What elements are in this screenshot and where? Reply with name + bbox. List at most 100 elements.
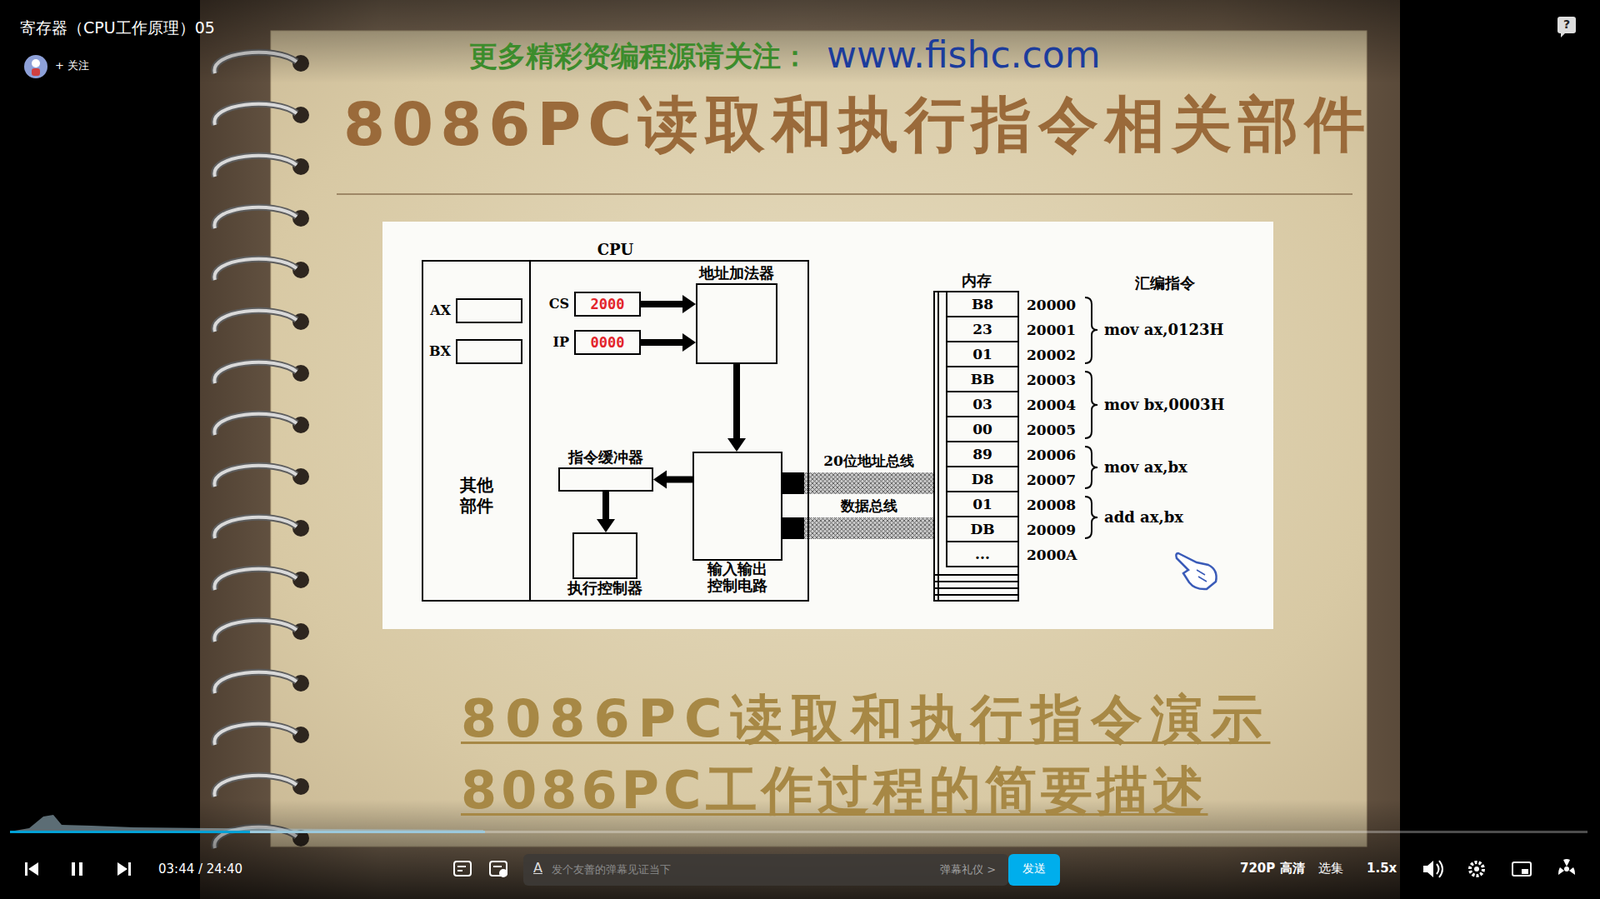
node-label: BX — [429, 343, 451, 360]
assembly-instruction: mov ax,bx — [1104, 458, 1188, 477]
execution-controller: 执行控制器 — [572, 532, 638, 580]
top-overlay — [0, 0, 1600, 84]
node-label: 2000 — [590, 295, 625, 313]
node-label: IP — [552, 334, 570, 350]
font-icon: A — [533, 860, 543, 876]
top-icons — [24, 16, 1576, 79]
arrow-head — [596, 519, 615, 533]
arrow-shaft — [602, 491, 610, 520]
node-label: AX — [430, 302, 451, 319]
memory-cell: D8 — [945, 467, 1018, 493]
bus-band — [804, 472, 934, 495]
player-buttons — [25, 862, 131, 876]
memory-address: 2000A — [1026, 546, 1078, 564]
arrow-shaft — [733, 364, 740, 439]
send-button — [1008, 854, 1060, 886]
video-title: 寄存器（CPU工作原理）05 — [20, 18, 215, 38]
watermark-text: 更多精彩资编程源请关注： — [469, 39, 810, 74]
node-label: 输入输出 控制电路 — [704, 560, 770, 595]
slide-link: 8086PC工作过程的简要描述 — [460, 760, 1209, 822]
node-label: 执行控制器 — [567, 579, 643, 598]
node-label: DB — [970, 520, 995, 538]
register-box: AX — [455, 298, 523, 324]
memory-address: 20005 — [1026, 421, 1076, 439]
progress-buffered — [10, 830, 485, 834]
time-display: 03:44 / 24:40 — [158, 861, 243, 877]
slide-frame — [200, 0, 1400, 899]
bus-connector — [782, 517, 934, 540]
memory-cell: 23 — [945, 317, 1018, 343]
send-label: 发送 — [1008, 861, 1060, 876]
memory-address: 20003 — [1026, 371, 1076, 389]
hand-cursor — [1175, 553, 1216, 590]
register-box: IP0000 — [574, 330, 641, 355]
memory-cell: BB — [945, 367, 1018, 393]
arrow-shaft — [666, 476, 693, 484]
slide-link: 8086PC读取和执行指令演示 — [460, 688, 1271, 750]
bus-connector — [782, 472, 934, 495]
heat-wave — [10, 815, 484, 832]
node-label: 01 — [972, 345, 993, 363]
memory-cell: 00 — [945, 417, 1018, 443]
node-label: 89 — [972, 445, 993, 463]
assembly-instruction: mov bx,0003H — [1104, 395, 1225, 415]
arrow-head — [682, 333, 696, 352]
arrow-shaft — [640, 300, 683, 308]
memory-address: 20001 — [1026, 321, 1076, 339]
instruction-buffer: 指令缓冲器 — [558, 467, 654, 492]
column-heading: 汇编指令 — [1135, 274, 1195, 293]
memory-cell: 89 — [945, 442, 1018, 468]
bus-stub — [782, 472, 805, 495]
node-label: CPU — [597, 240, 635, 260]
memory-address: 20006 — [1026, 446, 1076, 464]
io-control-circuit: 输入输出 控制电路 — [692, 451, 783, 561]
help-icon-text: ? — [1558, 17, 1575, 32]
arrow-connector — [653, 470, 693, 490]
memory-address: 20004 — [1026, 396, 1076, 414]
node-label: 0000 — [590, 334, 625, 351]
bus-band — [804, 517, 934, 540]
bus-label: 20位地址总线 — [823, 452, 915, 470]
node-label: 内存 — [961, 271, 992, 290]
memory-address: 20008 — [1026, 496, 1076, 514]
right-icons — [1423, 859, 1575, 878]
node-label: ... — [975, 545, 990, 563]
memory-cell: DB — [945, 517, 1018, 543]
node-label: BB — [970, 370, 995, 388]
arrow-shaft — [640, 339, 683, 346]
arrow-connector — [640, 295, 696, 314]
memory-cell: 01 — [945, 492, 1018, 518]
spiral-binding — [214, 52, 310, 849]
address-adder: 地址加法器 — [695, 283, 778, 365]
node-label: 地址加法器 — [699, 264, 775, 283]
node-label: B8 — [971, 295, 994, 313]
episodes-button: 选集 — [1318, 860, 1344, 876]
memory-detail — [933, 292, 1018, 600]
bus-label: 数据总线 — [840, 497, 898, 515]
arrow-head — [727, 438, 746, 452]
other-parts-section: 其他 部件 AX BX — [423, 261, 531, 600]
danmaku-etiquette: 弹幕礼仪 > — [940, 863, 996, 877]
diagram-panel — [382, 221, 1274, 630]
memory-cell: ... — [945, 542, 1018, 568]
memory-address: 20009 — [1026, 521, 1076, 539]
input-placeholder: 发个友善的弹幕见证当下 — [551, 863, 671, 877]
danmaku-input — [523, 854, 1009, 886]
instruction-braces — [1085, 297, 1098, 539]
memory-address: 20007 — [1026, 471, 1076, 489]
node-label: 其他 部件 — [456, 475, 497, 517]
memory-cell: 01 — [945, 342, 1018, 368]
danmaku-icons — [454, 861, 507, 877]
memory-cell: B8 — [945, 292, 1018, 318]
node-label: 00 — [972, 420, 993, 438]
progress-track — [10, 830, 1588, 834]
arrow-head — [682, 295, 696, 314]
follow-button: + 关注 — [55, 59, 90, 73]
memory-address: 20002 — [1026, 346, 1076, 364]
arrow-connector — [640, 333, 696, 352]
node-label: 指令缓冲器 — [568, 448, 644, 467]
register-box: CS2000 — [574, 291, 641, 317]
arrow-head — [653, 470, 667, 490]
